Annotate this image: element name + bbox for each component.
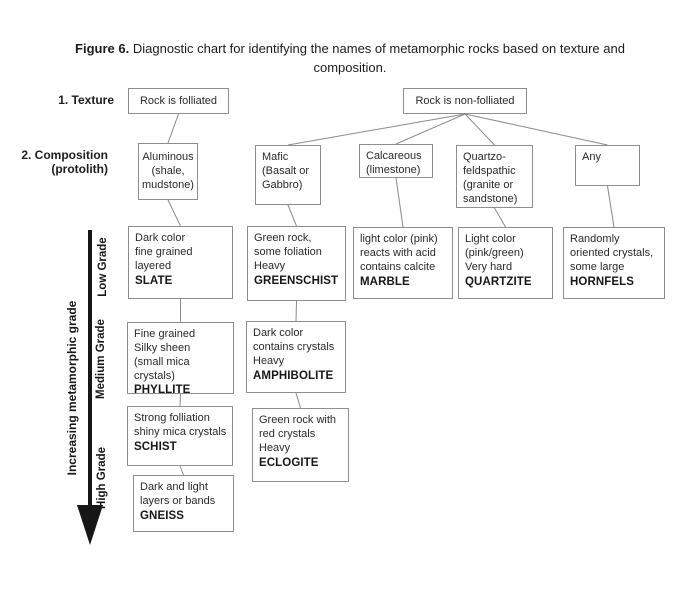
box-line: layers or bands — [140, 494, 216, 507]
box-line: red crystals — [259, 427, 316, 440]
box-line: feldspathic — [463, 164, 516, 177]
rock-name: PHYLLITE — [134, 384, 191, 397]
box-line: some foliation — [254, 245, 322, 258]
box-line: Mafic — [262, 151, 289, 163]
grade-label-high: High Grade — [96, 447, 108, 509]
box-line: Very hard — [465, 260, 513, 273]
box-line: shiny mica crystals — [134, 425, 227, 438]
box-line: sandstone) — [463, 192, 518, 205]
box-line: Light color — [465, 233, 516, 245]
box-line: oriented crystals, — [570, 246, 654, 259]
rock-name: ECLOGITE — [259, 456, 319, 469]
box-line: Green rock, — [254, 232, 312, 244]
rock-box-calcareous: Calcareous(limestone) — [359, 144, 433, 178]
grade-label-low: Low Grade — [97, 237, 109, 297]
rock-name: SCHIST — [134, 440, 177, 453]
figure-caption-line2: composition. — [313, 59, 387, 75]
axis-label-increasing-metamorphic-grade: Increasing metamorphic grade — [65, 300, 79, 476]
box-line: Any — [582, 151, 601, 163]
box-line: Heavy — [259, 441, 291, 454]
box-line: (shale, — [151, 165, 185, 178]
figure-caption-text: Diagnostic chart for identifying the nam… — [129, 41, 625, 56]
rock-box-aluminous: Aluminous(shale,mudstone) — [138, 143, 198, 200]
rock-name: SLATE — [135, 274, 173, 287]
box-line: Dark and light — [140, 481, 208, 493]
box-line: layered — [135, 259, 172, 272]
box-line: Calcareous — [366, 150, 422, 162]
rock-name: QUARTZITE — [465, 275, 532, 288]
row-label-composition-line1: 2. Composition — [21, 148, 108, 162]
box-line: Rock is folliated — [139, 94, 218, 107]
box-line: Dark color — [253, 327, 304, 339]
row-label-composition: 2. Composition (protolith) — [16, 148, 108, 177]
box-line: Strong folliation — [134, 412, 210, 424]
box-line: Gabbro) — [262, 178, 303, 191]
box-line: (Basalt or — [262, 164, 310, 177]
rock-name: GNEISS — [140, 509, 185, 522]
box-line: Randomly — [570, 233, 620, 245]
row-label-texture: 1. Texture — [58, 93, 114, 107]
rock-name: MARBLE — [360, 275, 410, 288]
figure-caption: Figure 6. Diagnostic chart for identifyi… — [0, 40, 700, 78]
rock-box-folliated: Rock is folliated — [128, 88, 229, 114]
box-line: (limestone) — [366, 163, 421, 176]
box-line: (small mica crystals) — [134, 355, 190, 382]
rock-box-any: Any — [575, 145, 640, 186]
rock-name: GREENSCHIST — [254, 274, 339, 287]
grade-label-medium: Medium Grade — [95, 319, 107, 399]
box-line: Aluminous — [142, 151, 194, 164]
box-line: reacts with acid — [360, 246, 436, 259]
figure-caption-line1: Figure 6. Diagnostic chart for identifyi… — [0, 40, 700, 59]
box-line: Rock is non-folliated — [415, 94, 515, 107]
box-line: Silky sheen — [134, 341, 191, 354]
box-line: Heavy — [253, 354, 285, 367]
box-line: Green rock with — [259, 414, 337, 426]
rock-name: AMPHIBOLITE — [253, 369, 334, 382]
rock-name: HORNFELS — [570, 275, 635, 288]
box-line: (granite or — [463, 178, 514, 191]
box-line: light color (pink) — [360, 233, 438, 245]
box-line: fine grained — [135, 245, 193, 258]
box-line: Quartzo- — [463, 151, 506, 163]
box-line: contains crystals — [253, 340, 335, 353]
box-line: contains calcite — [360, 260, 436, 273]
box-line: mudstone) — [142, 178, 194, 191]
box-line: some large — [570, 260, 625, 273]
box-line: Dark color — [135, 232, 186, 244]
rock-box-nonfolliated: Rock is non-folliated — [403, 88, 527, 114]
figure-number: Figure 6. — [75, 41, 130, 56]
box-line: (pink/green) — [465, 246, 524, 259]
box-line: Heavy — [254, 259, 286, 272]
row-label-composition-line2: (protolith) — [51, 162, 108, 177]
box-line: Fine grained — [134, 328, 196, 340]
